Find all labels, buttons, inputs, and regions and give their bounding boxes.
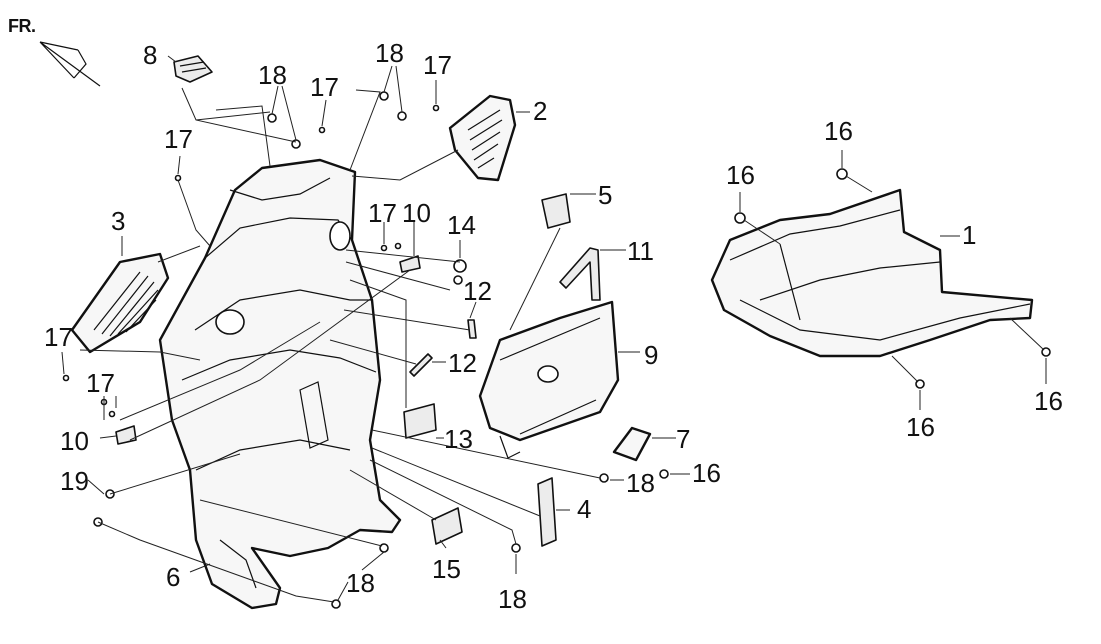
part-4-reflector	[537, 477, 557, 547]
callout-3: 3	[111, 206, 126, 236]
part-10-bracket-lower	[115, 425, 137, 445]
callout-18: 18	[626, 468, 655, 498]
callout-11: 11	[627, 236, 654, 266]
part-11-strip	[559, 247, 601, 301]
callout-18: 18	[375, 38, 404, 68]
part-7-cap	[612, 426, 652, 462]
leader-lines	[61, 55, 1047, 603]
callout-12: 12	[463, 276, 492, 306]
screw-icon	[599, 473, 609, 483]
callout-14: 14	[447, 210, 476, 240]
callout-16: 16	[726, 160, 755, 190]
nut-icon	[734, 212, 746, 224]
screw-icon	[267, 113, 277, 123]
front-orientation-label: FR.	[8, 16, 36, 36]
part-1-under-cover	[710, 188, 1034, 358]
front-direction-arrow-icon	[39, 41, 101, 87]
screw-icon	[174, 174, 182, 182]
callout-12: 12	[448, 348, 477, 378]
nut-icon	[836, 168, 848, 180]
callout-8: 8	[143, 40, 158, 70]
screw-icon	[331, 599, 341, 609]
callout-17: 17	[44, 322, 73, 352]
callout-10: 10	[60, 426, 89, 456]
screw-icon	[379, 543, 389, 553]
callout-18: 18	[346, 568, 375, 598]
part-14-grommet	[453, 259, 467, 285]
callout-16: 16	[906, 412, 935, 442]
callout-18: 18	[498, 584, 527, 614]
callout-17: 17	[423, 50, 452, 80]
callout-16: 16	[1034, 386, 1063, 416]
callout-5: 5	[598, 180, 613, 210]
callout-6: 6	[166, 562, 181, 592]
part-8-small-cover	[173, 55, 213, 83]
part-5-bracket	[541, 193, 571, 229]
part-13-label-plate	[403, 403, 437, 439]
callout-17: 17	[310, 72, 339, 102]
part-10-bracket-upper	[399, 255, 421, 273]
screw-icon	[394, 242, 402, 250]
part-12-clip-upper	[467, 319, 477, 339]
part-12-clip-lower	[409, 353, 433, 377]
callout-9: 9	[644, 340, 659, 370]
callout-10: 10	[402, 198, 431, 228]
screw-icon	[659, 469, 669, 479]
callout-1: 1	[962, 220, 977, 250]
callout-18: 18	[258, 60, 287, 90]
screw-icon	[511, 543, 521, 553]
part-15-label-plate	[431, 507, 463, 545]
part-3-vent-grille	[70, 252, 170, 354]
part-6-front-inner-body	[158, 158, 402, 610]
part-2-vent-grille	[448, 94, 517, 182]
screw-icon	[397, 111, 407, 121]
callout-17: 17	[368, 198, 397, 228]
screw-icon	[379, 91, 389, 101]
callout-7: 7	[676, 424, 691, 454]
callout-17: 17	[86, 368, 115, 398]
callout-16: 16	[824, 116, 853, 146]
callout-13: 13	[444, 424, 473, 454]
callout-17: 17	[164, 124, 193, 154]
screw-icon	[432, 104, 440, 112]
screw-icon	[380, 244, 388, 252]
callout-16: 16	[692, 458, 721, 488]
callout-2: 2	[533, 96, 548, 126]
screw-icon	[62, 374, 70, 382]
screw-icon	[318, 126, 326, 134]
screw-icon	[108, 410, 116, 418]
callout-4: 4	[577, 494, 592, 524]
callout-15: 15	[432, 554, 461, 584]
part-9-inner-panel	[478, 300, 620, 459]
callout-19: 19	[60, 466, 89, 496]
